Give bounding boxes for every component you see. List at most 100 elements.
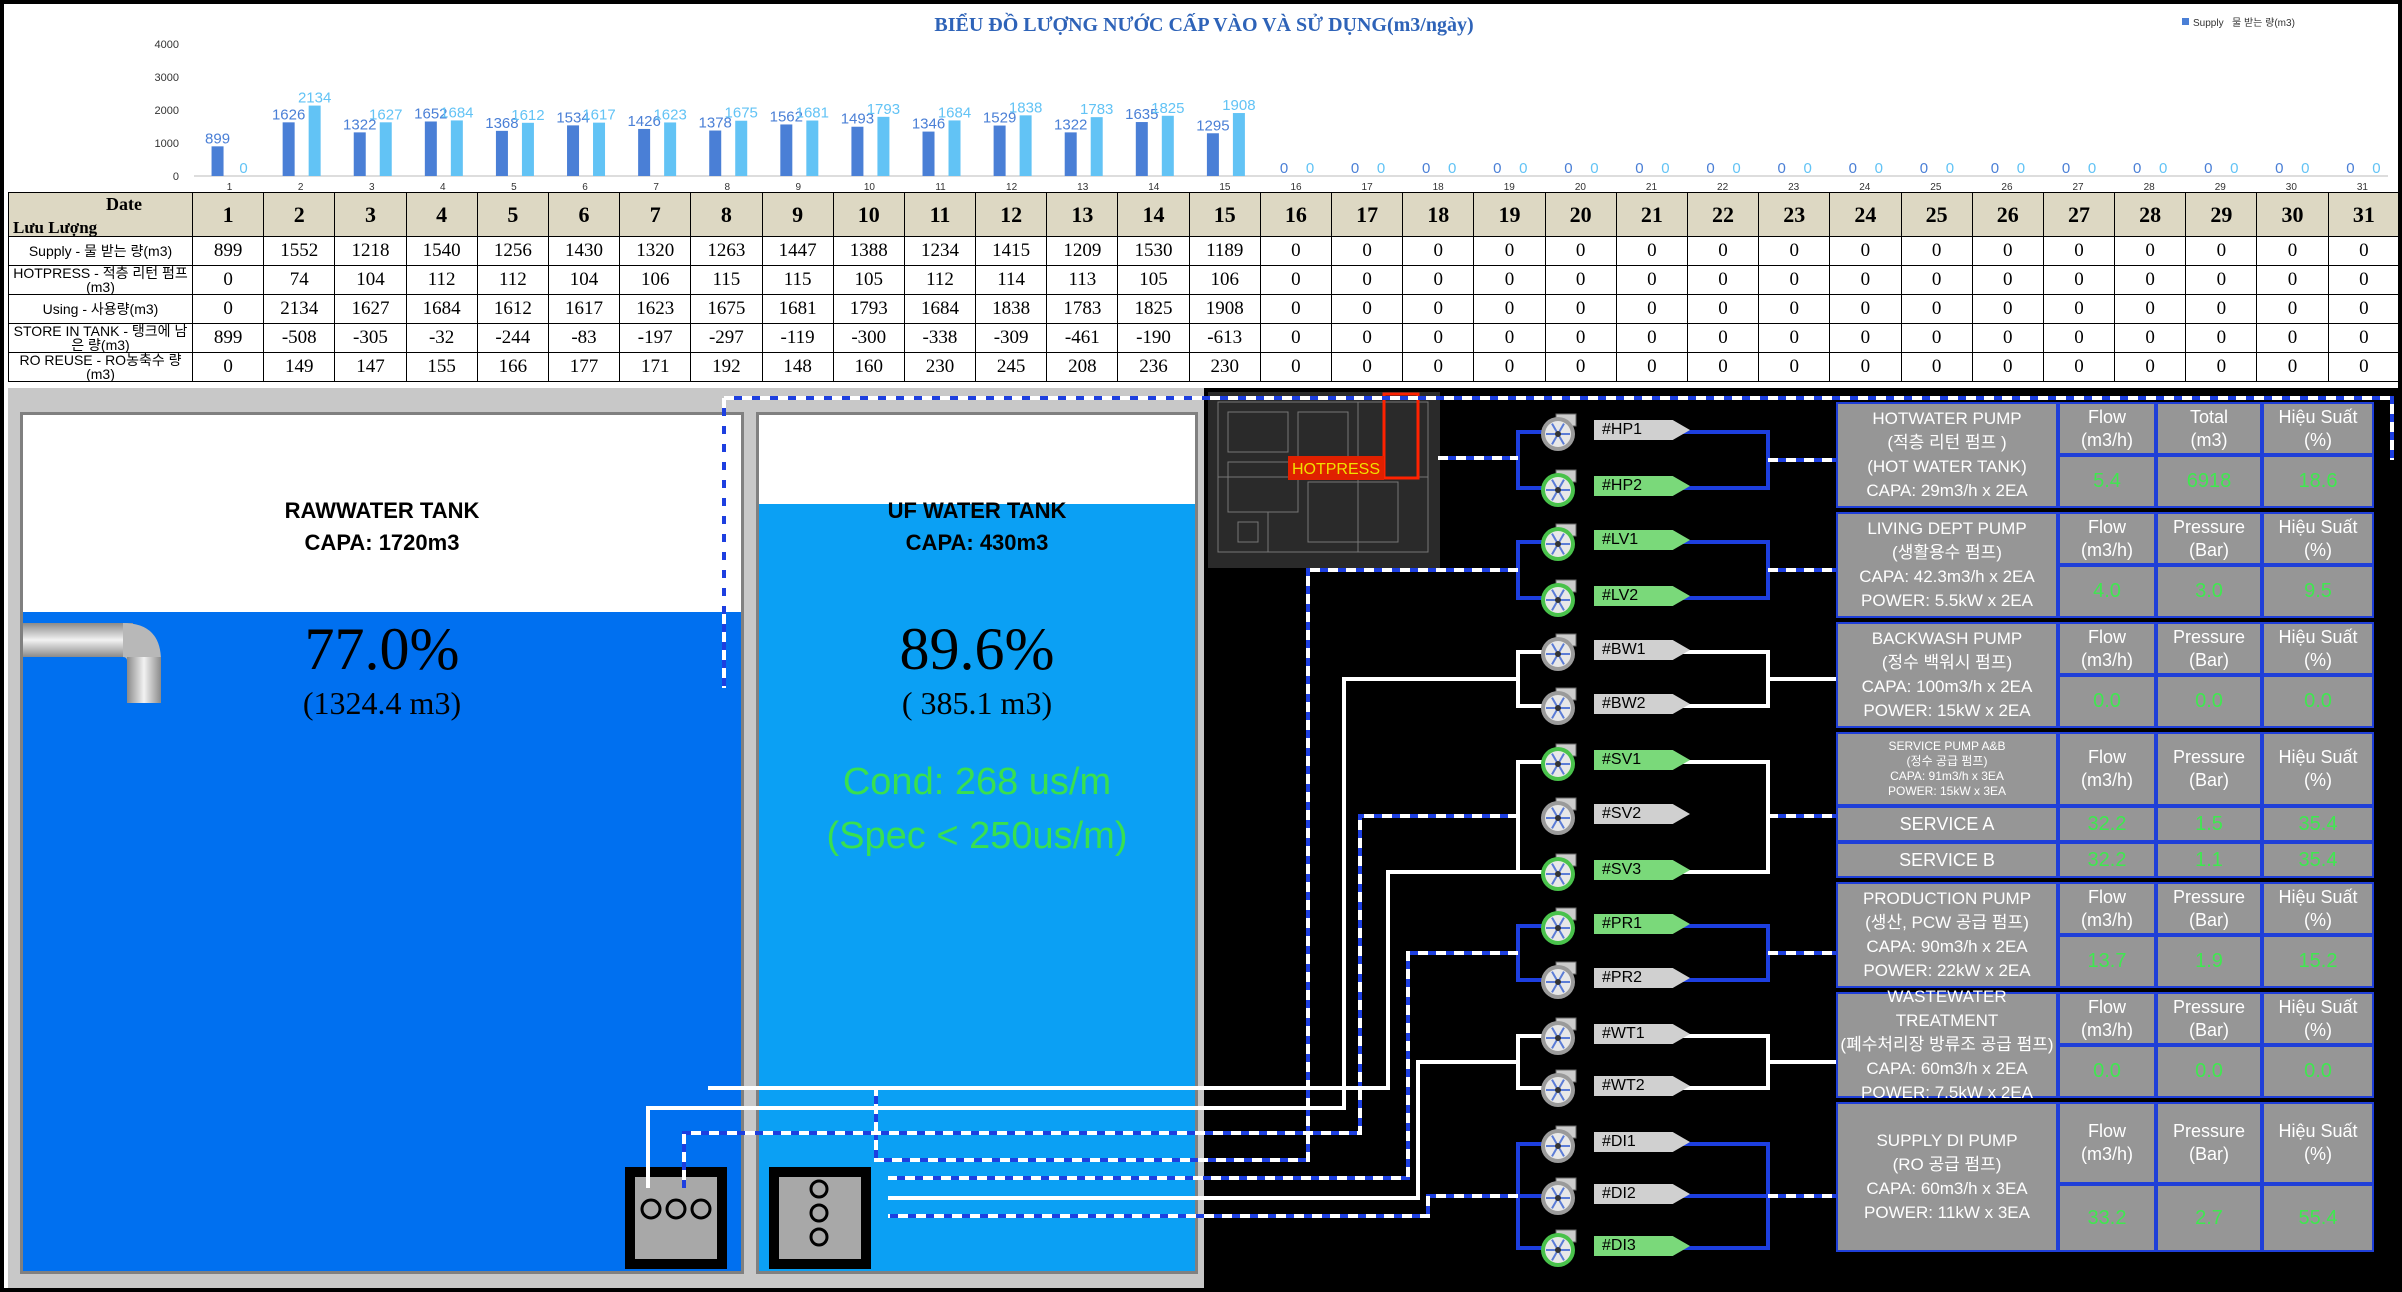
panel-name-line: HOTWATER PUMP bbox=[1872, 409, 2022, 428]
table-cell: 0 bbox=[1402, 265, 1475, 295]
process-area: RAWWATER TANK CAPA: 1720m3 77.0% (1324.4… bbox=[8, 388, 2398, 1288]
bar-data-label: 1295 bbox=[1196, 117, 1229, 134]
table-cell: 0 bbox=[1473, 323, 1546, 353]
table-cell: 149 bbox=[263, 352, 336, 382]
pump-label[interactable]: #BW1 bbox=[1594, 640, 1690, 660]
pump-icon[interactable] bbox=[1538, 1124, 1578, 1164]
table-cell: 0 bbox=[2256, 352, 2329, 382]
table-cell: 0 bbox=[1971, 323, 2044, 353]
bar-supply bbox=[780, 124, 793, 176]
panel-value: 1.1 bbox=[2156, 842, 2262, 878]
table-cell: 1783 bbox=[1046, 294, 1119, 324]
pump-label[interactable]: #LV1 bbox=[1594, 530, 1690, 550]
panel-header: Flow (m3/h) bbox=[2058, 732, 2156, 806]
pump-icon[interactable] bbox=[1538, 906, 1578, 946]
y-tick-label: 3000 bbox=[155, 72, 179, 84]
pump-icon[interactable] bbox=[1538, 1176, 1578, 1216]
table-cell: 0 bbox=[1473, 265, 1546, 295]
table-cell: 0 bbox=[1829, 323, 1902, 353]
pump-label[interactable]: #WT2 bbox=[1594, 1076, 1690, 1096]
panel-value: 33.2 bbox=[2058, 1184, 2156, 1252]
pump-icon[interactable] bbox=[1538, 412, 1578, 452]
table-cell: 115 bbox=[761, 265, 834, 295]
table-cell: 1617 bbox=[547, 294, 621, 324]
y-tick-label: 1000 bbox=[155, 138, 179, 150]
table-cell: 1263 bbox=[690, 236, 763, 266]
bar-data-label: 1838 bbox=[1009, 99, 1042, 116]
pipe-flow-dash bbox=[888, 1194, 1518, 1218]
panel-name-line: POWER: 7.5kW x 2EA bbox=[1861, 1083, 2033, 1102]
panel-header: Hiệu Suất (%) bbox=[2262, 1102, 2374, 1184]
table-cell: 0 bbox=[1900, 323, 1973, 353]
panel-name-line: PRODUCTION PUMP bbox=[1862, 889, 2032, 908]
pump-label[interactable]: #SV1 bbox=[1594, 750, 1690, 770]
bar-received bbox=[379, 122, 392, 176]
pump-icon[interactable] bbox=[1538, 632, 1578, 672]
date-header: 13 bbox=[1046, 192, 1119, 237]
panel-header: Hiệu Suất (%) bbox=[2262, 882, 2374, 935]
pump-icon[interactable] bbox=[1538, 578, 1578, 618]
pump-label[interactable]: #LV2 bbox=[1594, 586, 1690, 606]
pump-label[interactable]: #WT1 bbox=[1594, 1024, 1690, 1044]
panel-name-line: SUPPLY DI PUMP bbox=[1876, 1131, 2018, 1150]
pump-label[interactable]: #SV2 bbox=[1594, 804, 1690, 824]
panel-header: Pressure (Bar) bbox=[2156, 992, 2262, 1045]
table-cell: 1189 bbox=[1188, 236, 1261, 266]
bar-data-label: 1675 bbox=[725, 105, 758, 122]
table-cell: 0 bbox=[2042, 236, 2116, 266]
bar-data-label: 0 bbox=[2017, 160, 2025, 177]
pump-icon[interactable] bbox=[1538, 1016, 1578, 1056]
pump-label[interactable]: #BW2 bbox=[1594, 694, 1690, 714]
bar-data-label: 0 bbox=[1920, 160, 1928, 177]
pump-icon[interactable] bbox=[1538, 1068, 1578, 1108]
pump-icon[interactable] bbox=[1538, 960, 1578, 1000]
bar-data-label: 1635 bbox=[1125, 106, 1158, 123]
bar-data-label: 1378 bbox=[699, 115, 732, 132]
panel-name-line: (정수 백워시 펌프) bbox=[1881, 653, 2013, 672]
pump-icon[interactable] bbox=[1538, 796, 1578, 836]
pump-label[interactable]: #DI3 bbox=[1594, 1236, 1690, 1256]
date-header: 3 bbox=[334, 192, 407, 237]
pump-label[interactable]: #SV3 bbox=[1594, 860, 1690, 880]
panel-value: 32.2 bbox=[2058, 842, 2156, 878]
pump-label[interactable]: #PR2 bbox=[1594, 968, 1690, 988]
pump-label[interactable]: #PR1 bbox=[1594, 914, 1690, 934]
pump-label[interactable]: #DI1 bbox=[1594, 1132, 1690, 1152]
table-cell: 0 bbox=[1615, 265, 1688, 295]
pump-icon[interactable] bbox=[1538, 522, 1578, 562]
bar-data-label: 0 bbox=[2159, 160, 2167, 177]
table-cell: 0 bbox=[2327, 294, 2398, 324]
bar-data-label: 1793 bbox=[867, 101, 900, 118]
pump-label[interactable]: #DI2 bbox=[1594, 1184, 1690, 1204]
panel-value: 32.2 bbox=[2058, 806, 2156, 842]
pump-icon[interactable] bbox=[1538, 1228, 1578, 1268]
panel-name-line: POWER: 15kW x 2EA bbox=[1863, 701, 2031, 720]
table-cell: 166 bbox=[476, 352, 549, 382]
table-cell: 1320 bbox=[619, 236, 692, 266]
pipe-flow-dash bbox=[682, 814, 1518, 1188]
bar-data-label: 0 bbox=[239, 160, 247, 177]
pump-icon[interactable] bbox=[1538, 686, 1578, 726]
panel-value: 9.5 bbox=[2262, 565, 2374, 618]
table-cell: 74 bbox=[263, 265, 336, 295]
table-cell: 192 bbox=[690, 352, 763, 382]
table-cell: 106 bbox=[619, 265, 692, 295]
table-cell: 112 bbox=[476, 265, 549, 295]
pump-icon[interactable] bbox=[1538, 468, 1578, 508]
panel-header: Flow (m3/h) bbox=[2058, 882, 2156, 935]
pump-label[interactable]: #HP2 bbox=[1594, 476, 1690, 496]
x-tick-label: 13 bbox=[1077, 182, 1089, 192]
x-tick-label: 17 bbox=[1362, 182, 1374, 192]
row-label: HOTPRESS - 적층 리턴 펌프(m3) bbox=[8, 265, 193, 295]
uf-tank-title: UF WATER TANK CAPA: 430m3 bbox=[759, 495, 1195, 559]
table-cell: 0 bbox=[2114, 352, 2187, 382]
pump-icon[interactable] bbox=[1538, 852, 1578, 892]
pump-label[interactable]: #HP1 bbox=[1594, 420, 1690, 440]
inlet-pipe-icon bbox=[23, 623, 161, 703]
table-cell: 899 bbox=[191, 236, 265, 266]
pump-icon[interactable] bbox=[1538, 742, 1578, 782]
table-cell: 0 bbox=[1544, 236, 1617, 266]
factory-map-icon[interactable]: HOTPRESS bbox=[1208, 392, 1440, 568]
